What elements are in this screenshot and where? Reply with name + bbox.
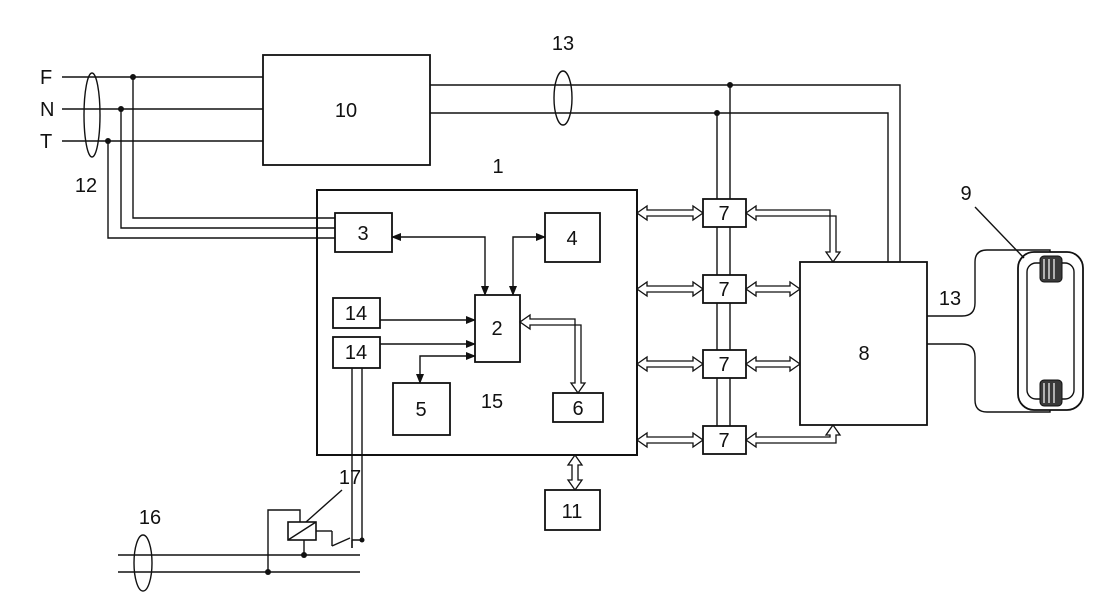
block-11	[544, 489, 601, 531]
relay-17	[287, 521, 317, 541]
label-7d: 7	[718, 430, 729, 452]
block-7c	[702, 349, 747, 379]
bus-arrow-1-to-7d	[635, 431, 705, 449]
bus-arrow-7a-to-8	[744, 204, 842, 264]
label-3: 3	[357, 223, 368, 245]
label-12: 12	[75, 175, 97, 197]
bus-arrow-7c-to-8	[744, 355, 802, 373]
bus-label-f: F	[40, 67, 52, 89]
cable-ring-12	[83, 72, 101, 158]
block-2	[474, 294, 521, 363]
label-7b: 7	[718, 279, 729, 301]
bus-arrow-1-to-7a	[635, 204, 705, 222]
block-1	[316, 189, 638, 456]
supply-line-lower	[430, 112, 889, 262]
label-4: 4	[566, 228, 577, 250]
lamp-wire-upper	[927, 249, 1051, 317]
label-14-upper: 14	[345, 303, 367, 325]
tap-line-f	[132, 77, 335, 219]
label-8: 8	[858, 343, 869, 365]
relay-contact	[316, 530, 353, 548]
lamp-wire-lower	[927, 343, 1051, 413]
label-17: 17	[339, 467, 361, 489]
label-7a: 7	[718, 203, 729, 225]
label-6: 6	[572, 398, 583, 420]
lamp-cap-bottom	[1039, 379, 1063, 407]
block-7a	[702, 198, 747, 228]
label-13-bus: 13	[552, 33, 574, 55]
label-15: 15	[481, 391, 503, 413]
block-6	[552, 392, 604, 423]
label-5: 5	[415, 399, 426, 421]
block-14-lower	[332, 336, 381, 369]
bus-arrow-1-to-7c	[635, 355, 705, 373]
bus-arrow-7b-to-8	[744, 280, 802, 298]
label-16: 16	[139, 507, 161, 529]
label-2: 2	[491, 318, 502, 340]
label-14-lower: 14	[345, 342, 367, 364]
block-14-upper	[332, 297, 381, 329]
label-9: 9	[960, 183, 971, 205]
label-13-output: 13	[939, 288, 961, 310]
cable-ring-13	[553, 70, 573, 126]
bus-label-t: T	[40, 131, 52, 153]
block-8	[799, 261, 928, 426]
bus-arrow-1-to-7b	[635, 280, 705, 298]
label-11: 11	[562, 501, 583, 523]
bus-label-n: N	[40, 99, 54, 121]
bus-arrow-7d-to-8	[744, 423, 842, 449]
cable-ring-16	[133, 534, 153, 592]
bus-arrow-2-to-6	[518, 313, 587, 395]
block-7d	[702, 425, 747, 455]
link-3-to-2	[391, 233, 489, 296]
label-10: 10	[335, 100, 357, 122]
block-3	[334, 212, 393, 253]
label-1: 1	[492, 156, 503, 178]
contact-junction	[359, 537, 365, 543]
block-5	[392, 382, 451, 436]
leader-17	[305, 489, 343, 523]
tap-line-n	[120, 109, 335, 229]
tap-line-t	[107, 141, 335, 239]
label-7c: 7	[718, 354, 729, 376]
bus-arrow-1-to-11	[566, 453, 584, 492]
lamp-outer-tube	[1017, 251, 1084, 411]
relay-feed-line	[267, 509, 301, 572]
block-10	[262, 54, 431, 166]
link-4-to-2	[509, 233, 546, 296]
leader-9	[974, 206, 1025, 259]
supply-line-upper	[430, 84, 901, 262]
link-2-to-5	[416, 352, 476, 384]
lamp-cap-top	[1039, 255, 1063, 283]
